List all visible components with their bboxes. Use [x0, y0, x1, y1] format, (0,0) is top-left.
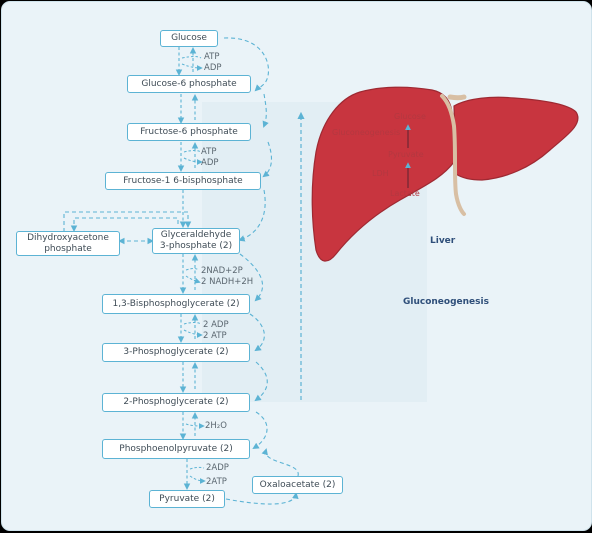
liver-label-gluconeogenesis: Gluconeogenesis: [332, 128, 401, 137]
node-glyceraldehyde-3-phosphate: Glyceraldehyde 3-phosphate (2): [152, 228, 240, 254]
cofactor-adp-3: 2 ADP: [203, 320, 229, 330]
cofactor-atp-2: ATP: [201, 147, 217, 157]
liver-title: Liver: [430, 236, 456, 246]
node-fructose-1-6-bisphosphate: Fructose-1 6-bisphosphate: [105, 172, 261, 190]
cofactor-water: 2H₂O: [205, 421, 227, 431]
liver-label-lactate: Lactate: [390, 189, 420, 198]
liver-illustration: [311, 86, 579, 262]
liver-label-ldh: LDH: [372, 169, 389, 178]
cofactor-curves: [181, 56, 206, 484]
node-glucose: Glucose: [160, 30, 218, 47]
node-pyruvate: Pyruvate (2): [149, 490, 225, 508]
cofactor-atp-4: 2ATP: [206, 477, 227, 487]
node-3-phosphoglycerate: 3-Phosphoglycerate (2): [102, 343, 250, 362]
node-oxaloacetate: Oxaloacetate (2): [252, 476, 343, 494]
liver-label-glucose: Glucose: [394, 112, 426, 121]
node-dihydroxyacetone-phosphate: Dihydroxyacetone phosphate: [16, 231, 120, 256]
cofactor-nadh: 2 NADH+2H: [201, 277, 254, 287]
bypass-curves: [223, 37, 299, 505]
cofactor-atp-3: 2 ATP: [203, 331, 227, 341]
glycolysis-arrows: [175, 47, 191, 490]
liver-bile-bar: [447, 94, 467, 101]
liver-left-lobe: [311, 86, 455, 262]
cofactor-adp-2: ADP: [201, 158, 219, 168]
cofactor-nad: 2NAD+2P: [201, 266, 243, 276]
node-fructose-6-phosphate: Fructose-6 phosphate: [127, 123, 251, 141]
node-bisphosphoglycerate: 1,3-Bisphosphoglycerate (2): [102, 294, 250, 314]
node-phosphoenolpyruvate: Phosphoenolpyruvate (2): [102, 439, 250, 459]
cofactor-adp-4: 2ADP: [206, 463, 229, 473]
cofactor-adp-1: ADP: [204, 63, 222, 73]
gluconeogenesis-title: Gluconeogenesis: [403, 297, 489, 307]
liver-right-lobe: [453, 96, 579, 181]
node-glucose-6-phosphate: Glucose-6 phosphate: [127, 75, 251, 93]
cofactor-atp-1: ATP: [204, 52, 220, 62]
falciform-ligament: [440, 94, 466, 216]
dhap-connectors: [63, 211, 192, 245]
liver-label-pyruvate: Pyruvate: [388, 150, 424, 159]
node-2-phosphoglycerate: 2-Phosphoglycerate (2): [102, 393, 250, 412]
reverse-arrows: [189, 47, 199, 436]
